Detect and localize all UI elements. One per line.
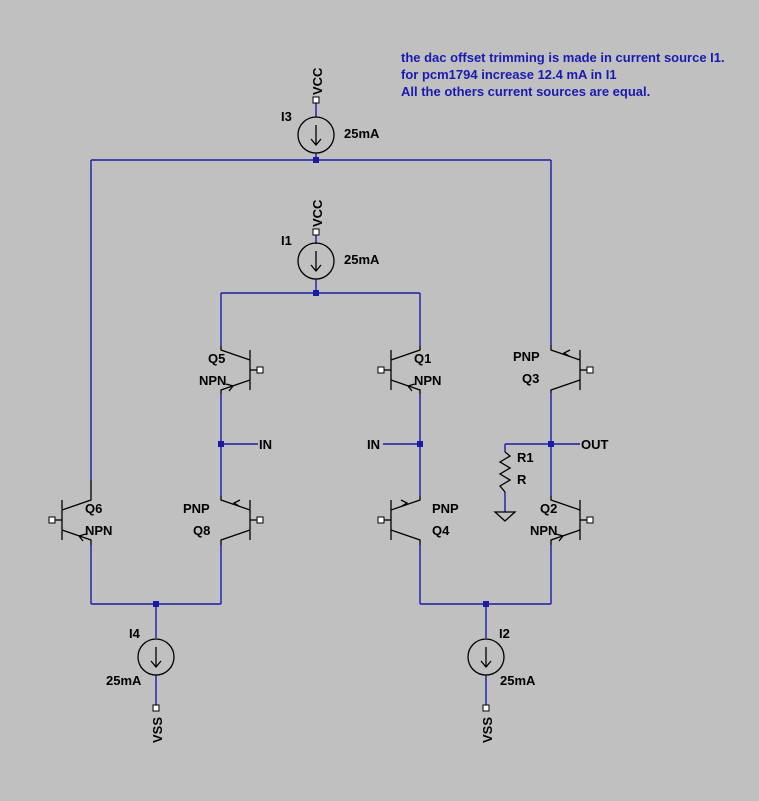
i2-supply-label: VSS (480, 717, 495, 743)
transistor-q2[interactable]: Q2 NPN (530, 496, 594, 545)
q4-name: Q4 (432, 523, 450, 538)
ground-icon (493, 511, 517, 522)
i3-name: I3 (281, 109, 292, 124)
q8-type: PNP (183, 501, 210, 516)
transistor-q5[interactable]: Q5 NPN (199, 346, 264, 394)
transistor-q6[interactable]: Q6 NPN (48, 480, 112, 545)
note-line-3: All the others current sources are equal… (401, 84, 650, 99)
q5-name: Q5 (208, 351, 225, 366)
r1-value: R (517, 472, 527, 487)
i3-supply-label: VCC (310, 67, 325, 95)
transistor-q3[interactable]: PNP Q3 (513, 345, 594, 393)
current-source-i1[interactable]: VCC I1 25mA (281, 199, 380, 280)
current-source-i2[interactable]: I2 25mA VSS (467, 626, 536, 743)
note-line-1: the dac offset trimming is made in curre… (401, 50, 725, 65)
q8-name: Q8 (193, 523, 210, 538)
transistor-q1[interactable]: Q1 NPN (377, 346, 441, 394)
i3-value: 25mA (344, 126, 380, 141)
r1-name: R1 (517, 450, 534, 465)
current-source-i3[interactable]: VCC I3 25mA (281, 67, 380, 154)
out-label: OUT (581, 437, 609, 452)
i4-name: I4 (129, 626, 141, 641)
q6-type: NPN (85, 523, 112, 538)
i1-value: 25mA (344, 252, 380, 267)
current-source-i4[interactable]: I4 25mA VSS (106, 626, 175, 743)
q5-type: NPN (199, 373, 226, 388)
q1-type: NPN (414, 373, 441, 388)
in-left-label: IN (259, 437, 272, 452)
i2-value: 25mA (500, 673, 536, 688)
q6-name: Q6 (85, 501, 102, 516)
q4-type: PNP (432, 501, 459, 516)
wires (90, 100, 580, 708)
i2-name: I2 (499, 626, 510, 641)
q1-name: Q1 (414, 351, 431, 366)
junctions (153, 157, 554, 607)
transistor-q8[interactable]: PNP Q8 (183, 496, 264, 545)
annotation-note: the dac offset trimming is made in curre… (401, 50, 725, 99)
in-right-label: IN (367, 437, 380, 452)
i4-supply-label: VSS (150, 717, 165, 743)
i4-value: 25mA (106, 673, 142, 688)
q2-name: Q2 (540, 501, 557, 516)
net-label-in-left: IN (259, 437, 272, 452)
transistor-q4[interactable]: PNP Q4 (377, 496, 459, 545)
q3-type: PNP (513, 349, 540, 364)
i1-supply-label: VCC (310, 199, 325, 227)
resistor-r1[interactable]: R1 R (498, 450, 534, 493)
net-label-in-right: IN (367, 437, 380, 452)
net-label-out: OUT (581, 437, 609, 452)
q2-type: NPN (530, 523, 557, 538)
note-line-2: for pcm1794 increase 12.4 mA in I1 (401, 67, 617, 82)
q3-name: Q3 (522, 371, 539, 386)
i1-name: I1 (281, 233, 292, 248)
